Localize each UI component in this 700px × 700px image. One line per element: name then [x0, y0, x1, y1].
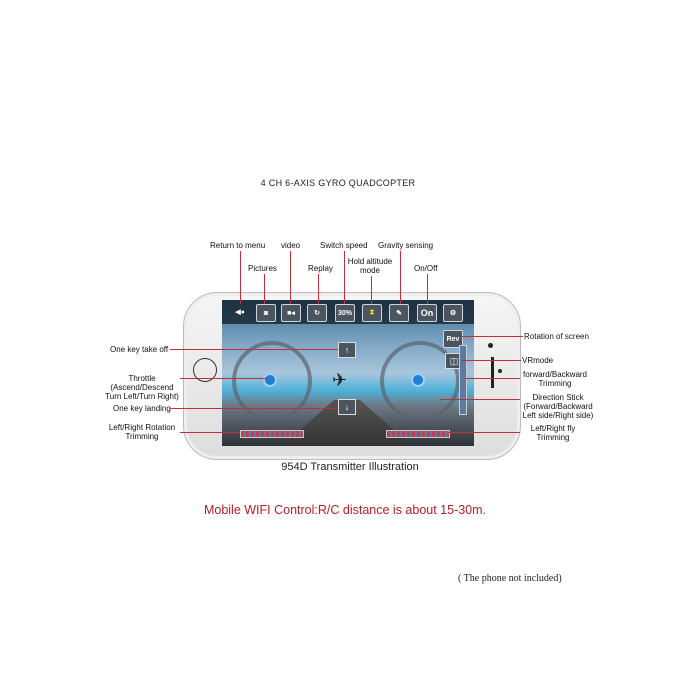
callout-line	[465, 378, 520, 379]
take-off-button[interactable]: ↑	[338, 342, 356, 358]
label-direction-stick: Direction Stick (Forward/Backward Left s…	[522, 393, 594, 420]
forward-backward-trim[interactable]	[459, 345, 467, 415]
callout-line	[371, 276, 372, 304]
landing-button[interactable]: ↓	[338, 399, 356, 415]
label-switch-speed: Switch speed	[320, 241, 368, 250]
throttle-stick[interactable]	[263, 373, 277, 387]
callout-line	[240, 251, 241, 304]
label-hold-altitude: Hold altitude mode	[347, 257, 393, 275]
home-button	[193, 358, 217, 382]
label-rotation-screen: Rotation of screen	[524, 332, 589, 341]
callout-line	[170, 408, 338, 409]
phone-camera	[488, 343, 493, 348]
callout-line	[461, 336, 523, 337]
switch-speed-button[interactable]: 30%	[335, 304, 355, 322]
label-video: video	[281, 241, 301, 250]
left-rotation-trim[interactable]	[240, 430, 304, 438]
callout-line	[180, 378, 268, 379]
callout-line	[448, 432, 520, 433]
phone-speaker	[491, 357, 494, 388]
label-vr-mode: VRmode	[522, 356, 554, 365]
illustration-caption: 954D Transmitter Illustration	[281, 461, 419, 473]
settings-gear-button[interactable]: ⚙	[443, 304, 463, 322]
callout-line	[180, 432, 240, 433]
callout-line	[290, 251, 291, 304]
direction-ring	[380, 341, 460, 421]
pictures-button[interactable]: ◙	[256, 304, 276, 322]
rotation-screen-button[interactable]: Rev	[443, 330, 463, 348]
airplane-icon: ✈	[332, 370, 348, 390]
label-take-off: One key take off	[110, 345, 169, 354]
product-title: 4 CH 6-AXIS GYRO QUADCOPTER	[260, 178, 416, 188]
phone-not-included-note: ( The phone not included)	[458, 573, 562, 584]
label-rotation-trimming: Left/Right Rotation Trimming	[108, 423, 176, 441]
label-replay: Replay	[308, 264, 333, 273]
callout-line	[264, 274, 265, 304]
callout-line	[440, 399, 520, 400]
callout-line	[318, 274, 319, 304]
left-right-fly-trim[interactable]	[386, 430, 450, 438]
callout-line	[400, 251, 401, 304]
return-to-menu-button[interactable]: ◀●	[235, 309, 245, 316]
hold-altitude-button[interactable]: ⧗	[362, 304, 382, 322]
label-fly-trimming: Left/Right fly Trimming	[530, 424, 576, 442]
throttle-ring	[232, 341, 312, 421]
phone-sensor	[498, 369, 502, 373]
callout-line	[344, 251, 345, 304]
label-return-to-menu: Return to menu	[210, 241, 266, 250]
label-on-off: On/Off	[414, 264, 438, 273]
label-landing: One key landing	[113, 404, 171, 413]
direction-stick[interactable]	[411, 373, 425, 387]
label-forward-backward-trim: forward/Backward Trimming	[522, 370, 588, 388]
video-button[interactable]: ■◂	[281, 304, 301, 322]
label-throttle: Throttle (Ascend/Descend Turn Left/Turn …	[105, 374, 179, 401]
replay-button[interactable]: ↻	[307, 304, 327, 322]
wifi-control-note: Mobile WIFI Control:R/C distance is abou…	[203, 503, 487, 517]
label-gravity-sensing: Gravity sensing	[378, 241, 434, 250]
on-off-button[interactable]: On	[417, 304, 437, 322]
callout-line	[170, 349, 338, 350]
gravity-sensing-button[interactable]: ✎	[389, 304, 409, 322]
callout-line	[427, 274, 428, 304]
label-pictures: Pictures	[248, 264, 277, 273]
callout-line	[461, 360, 521, 361]
